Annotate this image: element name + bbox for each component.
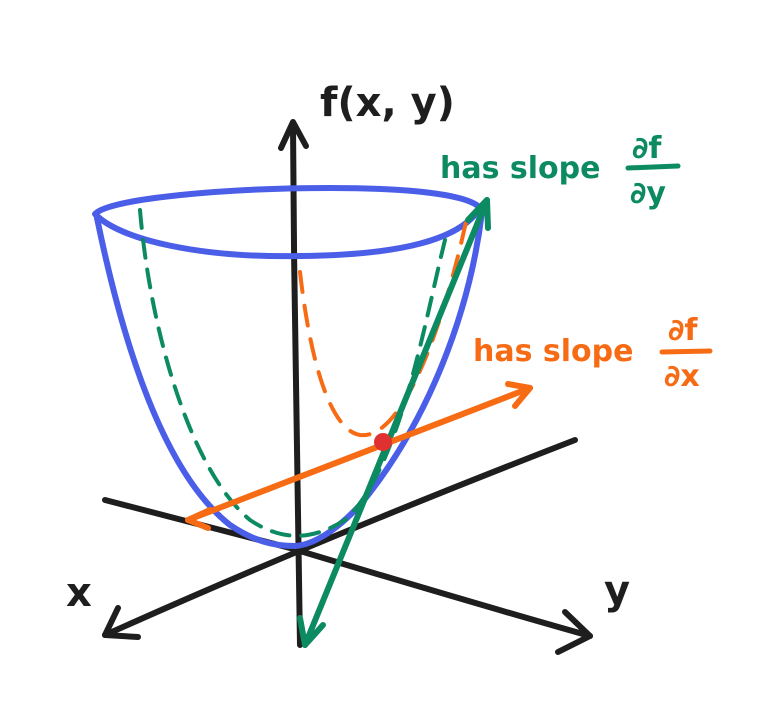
slope-x-numerator: ∂f: [668, 313, 698, 348]
z-axis-label: f(x, y): [320, 80, 455, 126]
slope-y-fraction-bar: [625, 163, 681, 171]
slope-x-fraction-bar: [659, 348, 713, 355]
z-axis-arrowhead: [278, 119, 309, 151]
y-axis: [102, 497, 593, 639]
z-axis: [290, 122, 303, 648]
slope-x-label: has slope ∂f ∂x: [473, 313, 713, 394]
slope-y-label: has slope ∂f ∂y: [440, 131, 681, 211]
slope-x-tangent-arrow: [185, 381, 533, 531]
paraboloid-right-side: [292, 209, 485, 549]
slope-x-text: has slope: [473, 334, 633, 369]
slope-y-text: has slope: [440, 151, 600, 186]
slope-y-denominator: ∂y: [630, 176, 666, 211]
paraboloid-surface: [92, 185, 485, 549]
slope-x-denominator: ∂x: [664, 359, 700, 394]
x-slice-dashed-curve: [298, 220, 468, 438]
x-axis-label: x: [66, 570, 92, 616]
axes: [102, 119, 593, 655]
paraboloid-left-side: [94, 215, 298, 549]
x-axis: [102, 437, 578, 638]
slope-y-numerator: ∂f: [632, 131, 662, 166]
y-axis-arrowhead: [555, 609, 593, 655]
x-axis-arrowhead: [102, 605, 141, 640]
y-axis-label: y: [604, 568, 630, 614]
paraboloid-rim: [92, 185, 483, 260]
slope-y-tangent-arrow: [297, 197, 491, 648]
point-marker: [374, 433, 392, 451]
